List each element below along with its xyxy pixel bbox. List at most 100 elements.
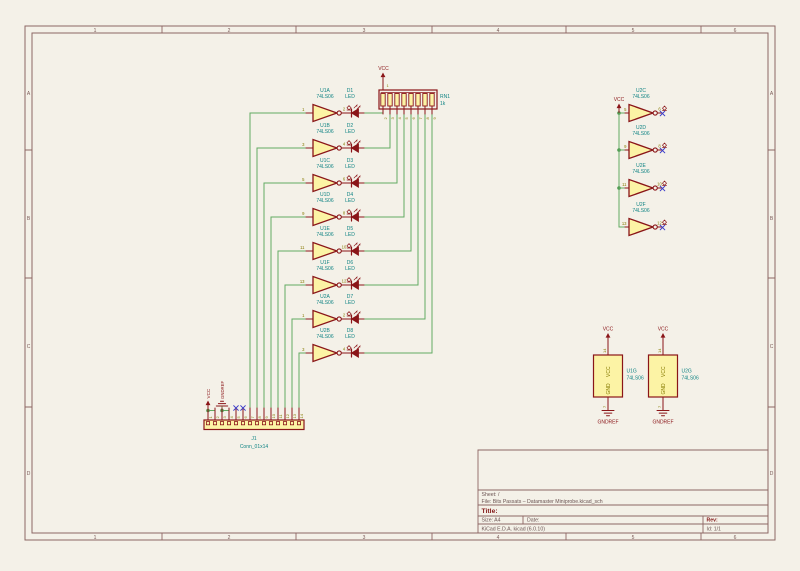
gate-U1C[interactable] (312, 173, 339, 193)
led-reference: D7 (347, 294, 354, 300)
grid-column-label: 1 (94, 535, 97, 541)
gnd-label: GNDREF (652, 420, 673, 426)
open-collector-mark (346, 105, 352, 111)
open-collector-mark (662, 219, 667, 225)
wire-segment[interactable] (277, 250, 307, 409)
titleblock-date: Date: (527, 518, 539, 524)
connector-pin-pad (233, 421, 238, 426)
gate-U2F[interactable] (628, 217, 655, 237)
led-value: LED (345, 232, 355, 238)
gate-value: 74LS06 (316, 198, 333, 204)
no-connect-x[interactable] (659, 224, 666, 231)
connector-J1[interactable] (203, 419, 305, 431)
grid-column-label: 1 (94, 28, 97, 34)
rn-element (387, 93, 393, 107)
no-connect-x[interactable] (659, 147, 666, 154)
gate-U1F[interactable] (312, 275, 339, 295)
no-connect-x[interactable] (233, 405, 239, 411)
open-collector-mark (346, 140, 352, 146)
resistor-network-RN1[interactable] (378, 89, 438, 110)
led-emission-arrow (356, 139, 361, 145)
pin-number: 10 (271, 413, 276, 418)
gate-U2C[interactable] (628, 103, 655, 123)
power-unit-reference: U2G (682, 369, 692, 375)
inverter-bubble (336, 350, 342, 356)
wire-segment[interactable] (363, 113, 419, 286)
vcc-symbol[interactable] (205, 400, 211, 406)
connector-pin-pad (226, 421, 231, 426)
gate-U1E[interactable] (312, 241, 339, 261)
open-collector-mark (662, 180, 667, 186)
pin-number: 1 (302, 313, 305, 318)
gate-reference: U2F (636, 202, 645, 208)
gate-reference: U1D (320, 192, 330, 198)
open-collector-mark (346, 277, 352, 283)
no-connect-x[interactable] (659, 110, 666, 117)
wire-segment[interactable] (363, 113, 433, 354)
gate-value: 74LS06 (316, 266, 333, 272)
gate-U1B[interactable] (312, 138, 339, 158)
wire-segment[interactable] (363, 113, 391, 149)
vcc-symbol[interactable] (605, 333, 611, 338)
wire-segment[interactable] (256, 147, 307, 409)
pin-number: 9 (432, 117, 437, 120)
rn-reference: RN1 (440, 94, 450, 100)
gate-value: 74LS06 (316, 232, 333, 238)
connector-pin-pad (212, 421, 217, 426)
vcc-symbol[interactable] (380, 72, 386, 78)
inverter-bubble (336, 248, 342, 254)
gate-U2D[interactable] (628, 140, 655, 160)
wire-segment[interactable] (270, 216, 307, 409)
led-emission-arrow (356, 242, 361, 248)
gate-U1D[interactable] (312, 207, 339, 227)
wire-segment[interactable] (284, 284, 307, 409)
no-connect-x[interactable] (240, 405, 246, 411)
wire-segment[interactable] (363, 113, 412, 252)
led-emission-arrow (353, 173, 358, 179)
gate-U2B[interactable] (312, 343, 339, 363)
gate-U2A[interactable] (312, 309, 339, 329)
inverter-bubble (336, 316, 342, 322)
pin-number: 2 (383, 117, 388, 120)
led-value: LED (345, 164, 355, 170)
led-emission-arrow (353, 241, 358, 247)
led-value: LED (345, 334, 355, 340)
grid-column-label: 4 (497, 28, 500, 34)
led-reference: D6 (347, 260, 354, 266)
wire-segment[interactable] (291, 318, 307, 409)
gate-value: 74LS06 (316, 334, 333, 340)
no-connect-x[interactable] (659, 185, 666, 192)
connector-reference: J1 (251, 436, 257, 442)
gate-U2E[interactable] (628, 178, 655, 198)
led-value: LED (345, 266, 355, 272)
titleblock-id: Id: 1/1 (707, 527, 722, 533)
pin-number: 2 (215, 416, 220, 419)
gate-reference: U2A (320, 294, 330, 300)
pin-number: 7 (657, 405, 662, 408)
pin-number: 9 (624, 144, 627, 149)
wire-segment[interactable] (263, 182, 307, 409)
vcc-symbol[interactable] (616, 103, 622, 109)
gate-reference: U1A (320, 88, 330, 94)
wire-segment[interactable] (363, 113, 405, 218)
pin-number: 7 (418, 117, 423, 120)
pin-number: 9 (302, 211, 305, 216)
pin-number: 8 (425, 117, 430, 120)
power-unit-value: 74LS06 (627, 376, 644, 382)
gnd-label: GNDREF (597, 420, 618, 426)
gate-U1A[interactable] (312, 103, 339, 123)
wire-segment[interactable] (298, 352, 307, 409)
inverter-bubble (652, 224, 658, 230)
pin-number: 14 (657, 348, 662, 353)
inverter-bubble (652, 185, 658, 191)
wire-segment[interactable] (363, 113, 426, 320)
wire-segment[interactable] (249, 112, 307, 409)
vcc-symbol[interactable] (660, 333, 666, 338)
open-collector-mark (346, 311, 352, 317)
power-unit-U1G[interactable] (592, 354, 624, 398)
wire-segment[interactable] (363, 113, 398, 184)
vcc-label: VCC (603, 327, 614, 333)
